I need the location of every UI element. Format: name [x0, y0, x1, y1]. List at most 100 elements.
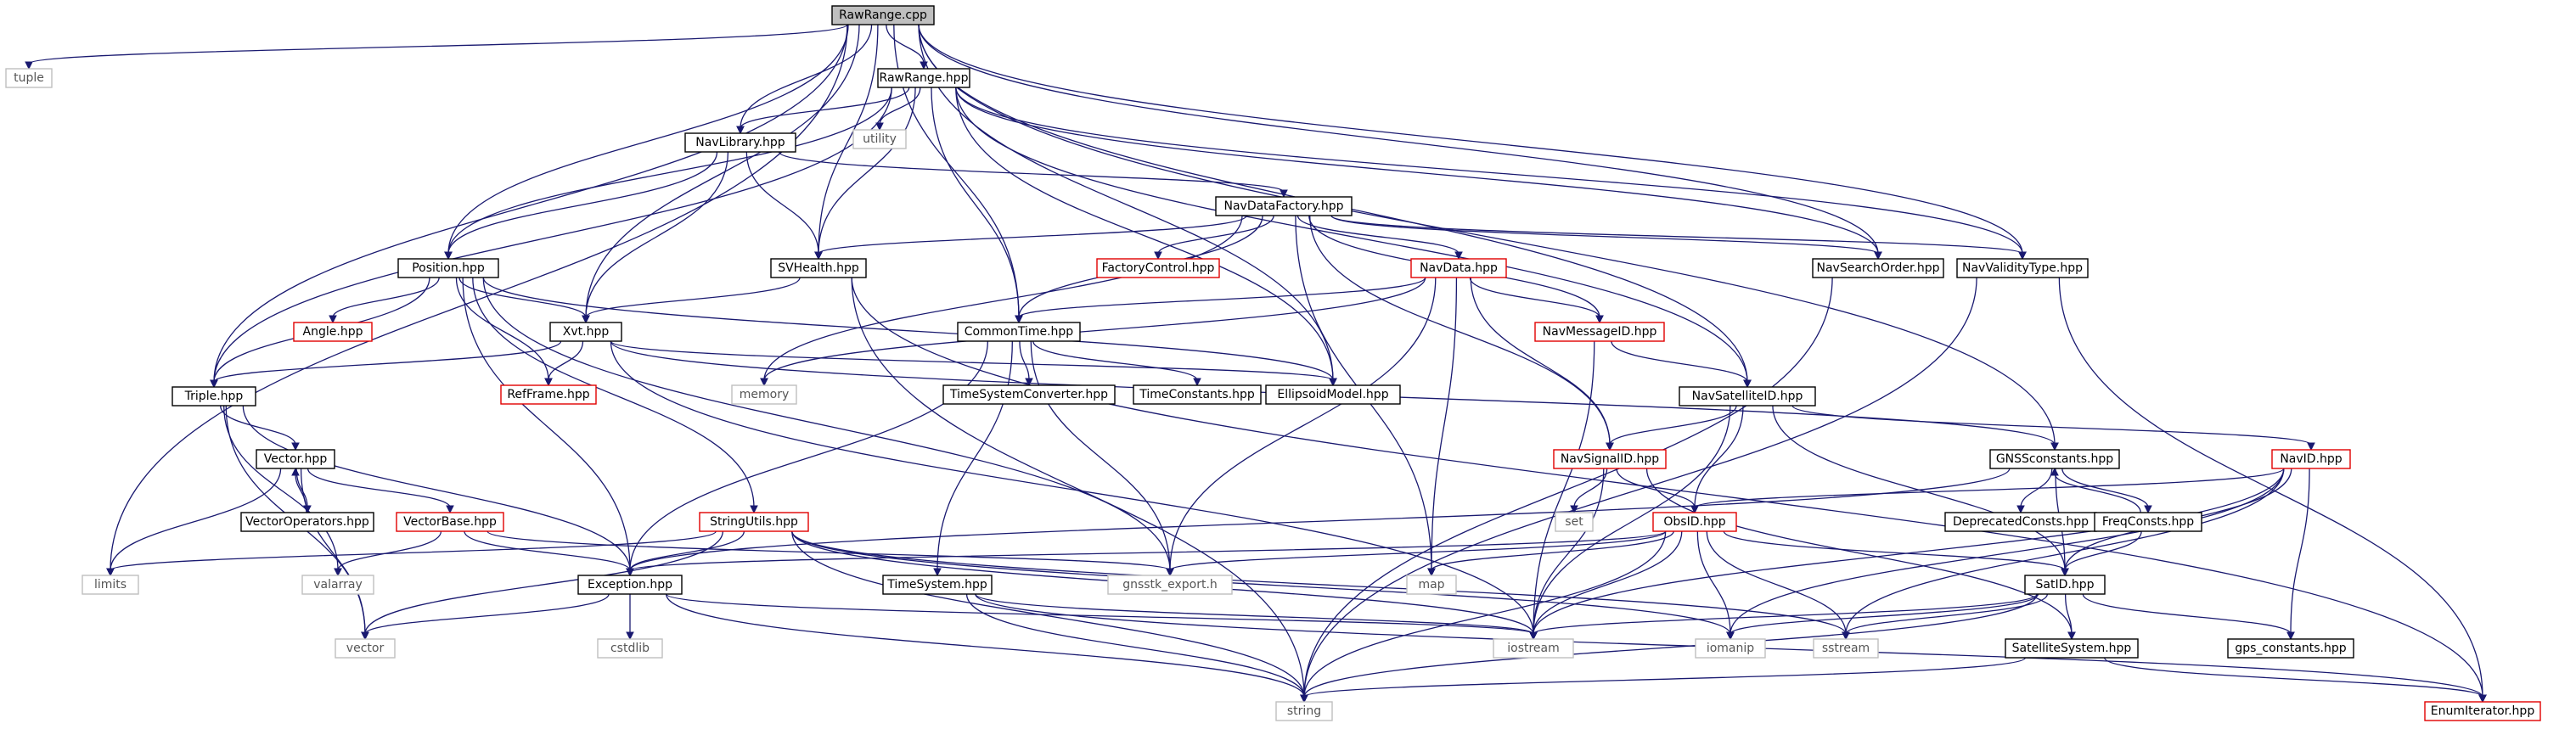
node-vectoroperators-hpp[interactable]: VectorOperators.hpp [240, 512, 374, 532]
edge-stringutils-hpp-to-string [791, 530, 1305, 698]
node-timesystemconverter-hpp[interactable]: TimeSystemConverter.hpp [942, 384, 1116, 405]
node-navsearchorder-hpp[interactable]: NavSearchOrder.hpp [1812, 258, 1944, 278]
edge-navdatafactory-hpp-to-memory [763, 215, 1243, 381]
node-label-xvt-hpp: Xvt.hpp [563, 325, 610, 339]
node-commontime-hpp[interactable]: CommonTime.hpp [957, 322, 1081, 342]
node-gps-constants-hpp[interactable]: gps_constants.hpp [2227, 638, 2354, 659]
node-label-gps-constants-hpp: gps_constants.hpp [2235, 642, 2346, 655]
node-triple-hpp[interactable]: Triple.hpp [172, 386, 256, 407]
node-deprecatedconsts-hpp[interactable]: DeprecatedConsts.hpp [1944, 512, 2097, 532]
node-svhealth-hpp[interactable]: SVHealth.hpp [770, 258, 867, 278]
node-box-memory [731, 384, 797, 405]
arrowhead-satid-hpp-to-iomanip [1726, 631, 1735, 641]
edge-position-hpp-to-gnsstk-export-h [482, 277, 1171, 571]
node-timeconstants-hpp[interactable]: TimeConstants.hpp [1133, 384, 1262, 405]
node-label-obsid-hpp: ObsID.hpp [1663, 515, 1725, 529]
edge-stringutils-hpp-to-vector [364, 530, 724, 635]
arrowhead-rawrange-hpp-to-utility [875, 122, 884, 132]
node-vector-hpp[interactable]: Vector.hpp [256, 449, 335, 469]
node-label-deprecatedconsts-hpp: DeprecatedConsts.hpp [1953, 515, 2089, 529]
node-navsatelliteid-hpp[interactable]: NavSatelliteID.hpp [1679, 386, 1816, 407]
node-navsignalid-hpp[interactable]: NavSignalID.hpp [1553, 449, 1667, 469]
edge-navid-hpp-to-obsid-hpp [1694, 468, 2285, 508]
node-label-set: set [1565, 515, 1583, 529]
edge-navdatafactory-hpp-to-navsearchorder-hpp [1330, 215, 1879, 255]
node-box-navsearchorder-hpp [1812, 258, 1944, 278]
node-xvt-hpp[interactable]: Xvt.hpp [549, 322, 622, 342]
arrowhead-navsatelliteid-hpp-to-navsignalid-hpp [1606, 442, 1614, 451]
arrowhead-xvt-hpp-to-triple-hpp [210, 379, 218, 389]
edge-triple-hpp-to-exception-hpp [242, 405, 631, 571]
node-enumiterator-hpp[interactable]: EnumIterator.hpp [2424, 701, 2541, 721]
node-navmessageid-hpp[interactable]: NavMessageID.hpp [1534, 322, 1665, 342]
node-rawrange-cpp[interactable]: RawRange.cpp [831, 5, 935, 25]
node-label-angle-hpp: Angle.hpp [303, 325, 363, 339]
node-vectorbase-hpp[interactable]: VectorBase.hpp [396, 512, 504, 532]
arrowhead-gnssconstants-hpp-to-freqconsts-hpp [2144, 505, 2152, 514]
node-stringutils-hpp[interactable]: StringUtils.hpp [699, 512, 809, 532]
edge-navsignalid-hpp-to-iostream [1533, 468, 1605, 635]
arrowhead-rawrange-hpp-to-navlibrary-hpp [736, 126, 745, 135]
node-box-enumiterator-hpp [2424, 701, 2541, 721]
edge-stringutils-hpp-to-sstream [791, 530, 1847, 635]
edge-stringutils-hpp-to-exception-hpp [629, 530, 745, 571]
arrowhead-satid-hpp-to-gps-constants-hpp [2286, 631, 2295, 641]
node-obsid-hpp[interactable]: ObsID.hpp [1652, 512, 1737, 532]
node-label-iostream: iostream [1507, 642, 1560, 655]
node-label-refframe-hpp: RefFrame.hpp [507, 388, 589, 401]
arrowhead-position-hpp-to-angle-hpp [329, 315, 337, 324]
node-refframe-hpp[interactable]: RefFrame.hpp [500, 384, 597, 405]
arrowhead-satellitesystem-hpp-to-enumiterator-hpp [2478, 694, 2487, 704]
node-box-refframe-hpp [500, 384, 597, 405]
node-rawrange-hpp[interactable]: RawRange.hpp [877, 68, 970, 88]
node-satid-hpp[interactable]: SatID.hpp [2024, 575, 2106, 595]
edge-xvt-hpp-to-refframe-hpp [548, 340, 584, 381]
edge-satid-hpp-to-gps-constants-hpp [2082, 593, 2292, 635]
node-freqconsts-hpp[interactable]: FreqConsts.hpp [2094, 512, 2202, 532]
edge-rawrange-hpp-to-navvaliditytype-hpp [955, 87, 2023, 255]
node-navdata-hpp[interactable]: NavData.hpp [1410, 258, 1507, 278]
node-label-vector-hpp: Vector.hpp [264, 452, 328, 466]
edge-navdata-hpp-to-memory [763, 277, 1426, 381]
node-box-gnsstk-export-h [1107, 575, 1233, 595]
node-valarray: valarray [301, 575, 374, 595]
node-navvaliditytype-hpp[interactable]: NavValidityType.hpp [1956, 258, 2089, 278]
node-factorycontrol-hpp[interactable]: FactoryControl.hpp [1096, 258, 1220, 278]
node-iostream: iostream [1493, 638, 1574, 659]
node-ellipsoidmodel-hpp[interactable]: EllipsoidModel.hpp [1265, 384, 1401, 405]
node-satellitesystem-hpp[interactable]: SatelliteSystem.hpp [2005, 638, 2139, 659]
edge-rawrange-hpp-to-ellipsoidmodel-hpp [955, 87, 1334, 381]
edge-rawrange-cpp-to-limits [110, 24, 848, 571]
edge-vectorbase-hpp-to-exception-hpp [464, 530, 631, 571]
node-navlibrary-hpp[interactable]: NavLibrary.hpp [684, 132, 796, 153]
node-angle-hpp[interactable]: Angle.hpp [293, 322, 373, 342]
node-box-timeconstants-hpp [1133, 384, 1262, 405]
edge-vector-hpp-to-limits [110, 468, 282, 571]
node-position-hpp[interactable]: Position.hpp [397, 258, 499, 278]
node-label-timesystem-hpp: TimeSystem.hpp [886, 578, 987, 592]
node-box-obsid-hpp [1652, 512, 1737, 532]
node-timesystem-hpp[interactable]: TimeSystem.hpp [882, 575, 993, 595]
node-box-navsignalid-hpp [1553, 449, 1667, 469]
edge-rawrange-hpp-to-navlibrary-hpp [740, 87, 910, 129]
edge-navdata-hpp-to-navmessageid-hpp [1469, 277, 1600, 318]
node-label-iomanip: iomanip [1707, 642, 1754, 655]
edge-svhealth-hpp-to-enumiterator-hpp [851, 277, 2483, 698]
arrowhead-exception-hpp-to-cstdlib [626, 631, 634, 641]
edge-navdata-hpp-to-gnsstk-export-h [1169, 277, 1437, 571]
arrowhead-navid-hpp-to-obsid-hpp [1690, 505, 1699, 514]
edge-gnssconstants-hpp-to-exception-hpp [629, 468, 2011, 571]
node-label-tuple: tuple [14, 71, 44, 85]
edge-satid-hpp-to-iomanip [1730, 593, 2039, 635]
node-navid-hpp[interactable]: NavID.hpp [2271, 449, 2351, 469]
node-box-gnssconstants-hpp [1989, 449, 2120, 469]
node-box-factorycontrol-hpp [1096, 258, 1220, 278]
node-exception-hpp[interactable]: Exception.hpp [577, 575, 683, 595]
node-navdatafactory-hpp[interactable]: NavDataFactory.hpp [1215, 196, 1353, 216]
node-gnssconstants-hpp[interactable]: GNSSconstants.hpp [1989, 449, 2120, 469]
arrowhead-exception-hpp-to-vector [361, 631, 369, 641]
node-box-vector-hpp [256, 449, 335, 469]
arrowhead-navsignalid-hpp-to-set [1570, 505, 1578, 514]
node-label-stringutils-hpp: StringUtils.hpp [710, 515, 798, 529]
node-limits: limits [82, 575, 139, 595]
